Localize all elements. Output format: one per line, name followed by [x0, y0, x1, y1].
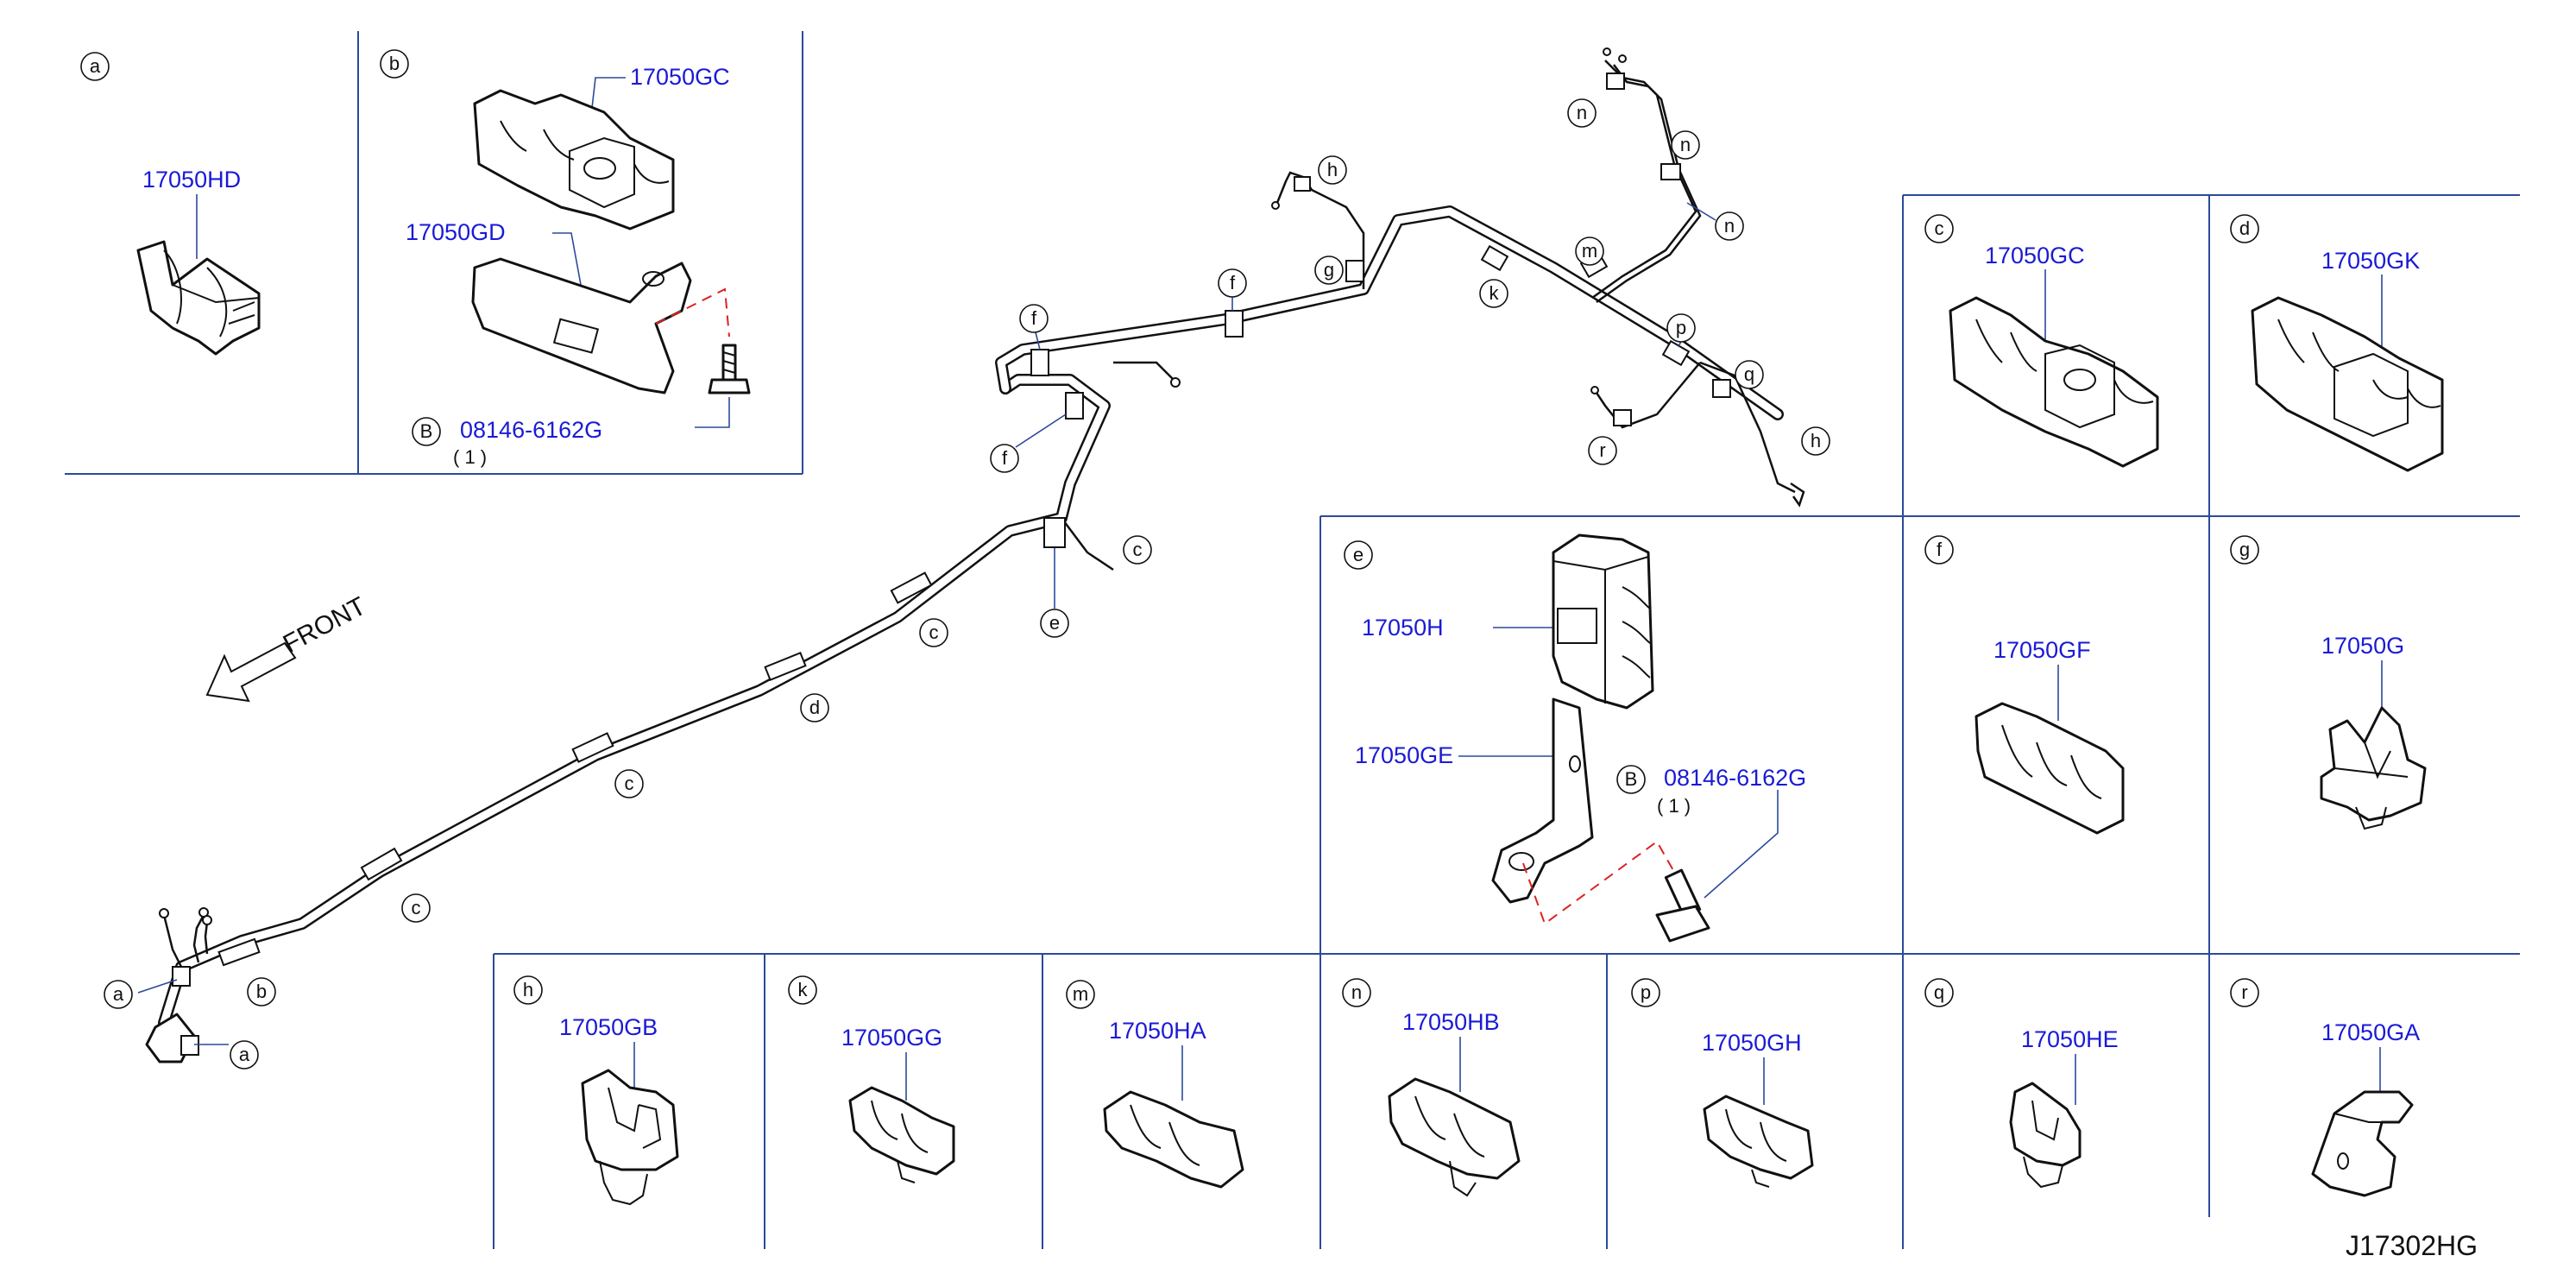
callout-k: k	[1490, 282, 1500, 304]
panel-letter: n	[1351, 981, 1362, 1003]
callout-n: n	[1577, 102, 1587, 123]
part-number: 17050H	[1362, 615, 1444, 640]
panel-letter: d	[2239, 218, 2250, 239]
bolt-part-number: 08146-6162G	[460, 417, 602, 443]
panel-a: a 17050HD	[80, 52, 261, 356]
front-arrow: FRONT	[205, 592, 371, 703]
panel-letter: k	[798, 979, 809, 1000]
part-number: 17050GC	[1985, 243, 2085, 268]
bolt-ref: B	[420, 420, 433, 442]
clip-17050GC-drawing	[473, 89, 675, 230]
clip-17050GG-drawing	[848, 1086, 955, 1183]
panel-b: b 17050GC 17050GD B 08146-6162G ( 1 )	[380, 49, 751, 468]
panel-letter: c	[1935, 218, 1944, 239]
callout-r: r	[1599, 439, 1605, 461]
bracket-17050GD-drawing	[471, 257, 692, 394]
panel-e: e 17050H 17050GE B 08146-6162G ( 1 )	[1344, 533, 1806, 943]
bolt-quantity: ( 1 )	[453, 446, 487, 468]
panel-letter: g	[2239, 539, 2250, 560]
bolt-ref: B	[1625, 768, 1638, 790]
panel-q: q 17050HE	[1924, 978, 2119, 1189]
callout-f: f	[1031, 307, 1037, 329]
clip-17050GK-drawing	[2251, 296, 2444, 472]
callout-f: f	[1230, 272, 1236, 293]
clip-17050GC-drawing	[1949, 296, 2159, 468]
callout-a: a	[113, 983, 124, 1005]
callout-f: f	[1002, 447, 1008, 469]
bolt-drawing	[708, 344, 751, 394]
fuel-line-assembly	[145, 47, 1805, 1063]
panel-c: c 17050GC	[1924, 214, 2159, 468]
bolt-part-number: 08146-6162G	[1664, 765, 1806, 791]
callout-b: b	[256, 981, 267, 1002]
diagram-id: J17302HG	[2346, 1230, 2478, 1261]
clip-17050GB-drawing	[581, 1069, 679, 1206]
bolt-drawing	[1655, 868, 1710, 943]
panel-r: r 17050GA	[2230, 978, 2420, 1197]
panel-letter: q	[1934, 981, 1944, 1003]
part-number: 17050GE	[1355, 742, 1453, 768]
clip-17050HD-drawing	[136, 240, 261, 356]
part-number: 17050GB	[559, 1014, 658, 1040]
panel-p: p 17050GH	[1631, 978, 1814, 1188]
bolt-quantity: ( 1 )	[1657, 795, 1691, 817]
callout-c: c	[625, 773, 634, 794]
callout-q: q	[1744, 363, 1754, 385]
clip-17050HA-drawing	[1103, 1090, 1244, 1189]
callout-h: h	[1811, 430, 1821, 451]
assembly-callouts: a a b c c d c e c f f f g h k m n n n p …	[104, 98, 1830, 1070]
callout-c: c	[1133, 539, 1143, 560]
panel-d: d 17050GK	[2230, 214, 2444, 472]
panel-n: n 17050HB	[1342, 978, 1521, 1197]
callout-m: m	[1582, 240, 1597, 262]
clip-17050HB-drawing	[1388, 1077, 1521, 1197]
part-number: 17050HB	[1402, 1009, 1500, 1035]
callout-d: d	[809, 697, 820, 718]
bracket-17050GE-drawing	[1491, 697, 1594, 904]
clip-17050HE-drawing	[2009, 1082, 2082, 1189]
clip-17050GF-drawing	[1975, 702, 2125, 835]
panel-letter: h	[523, 979, 533, 1000]
clip-17050GH-drawing	[1703, 1095, 1814, 1188]
callout-n: n	[1724, 215, 1735, 237]
panel-h: h 17050GB	[513, 975, 679, 1206]
panel-letter: a	[90, 55, 101, 77]
panel-f: f 17050GF	[1924, 535, 2125, 835]
panel-m: m 17050HA	[1066, 980, 1244, 1189]
callout-g: g	[1324, 259, 1334, 281]
clip-17050G-drawing	[2320, 706, 2427, 830]
part-number: 17050HA	[1109, 1018, 1206, 1044]
part-number: 17050GD	[406, 219, 506, 245]
clip-17050H-drawing	[1552, 533, 1654, 710]
callout-p: p	[1676, 317, 1686, 338]
part-number: 17050GA	[2321, 1019, 2420, 1045]
callout-a: a	[239, 1044, 250, 1065]
panel-letter: m	[1073, 983, 1088, 1005]
callout-e: e	[1049, 612, 1060, 634]
panel-letter: f	[1937, 539, 1943, 560]
part-number: 17050GC	[630, 64, 730, 90]
part-number: 17050HE	[2021, 1026, 2119, 1052]
panel-k: k 17050GG	[788, 975, 955, 1183]
callout-c: c	[412, 897, 421, 918]
callout-n: n	[1680, 134, 1691, 155]
panel-letter: e	[1353, 544, 1364, 565]
panel-letter: p	[1641, 981, 1651, 1003]
callout-h: h	[1327, 159, 1338, 180]
part-number: 17050GH	[1702, 1030, 1802, 1056]
part-number: 17050HD	[142, 167, 241, 192]
panel-g: g 17050G	[2230, 535, 2427, 830]
part-number: 17050GK	[2321, 248, 2420, 274]
part-number: 17050GF	[1993, 637, 2091, 663]
panel-borders	[65, 31, 2520, 1249]
clip-17050GA-drawing	[2311, 1090, 2414, 1197]
part-number: 17050GG	[841, 1025, 942, 1051]
panel-letter: r	[2241, 981, 2247, 1003]
part-number: 17050G	[2321, 633, 2404, 659]
callout-c: c	[929, 622, 939, 643]
front-label: FRONT	[279, 592, 371, 659]
panel-letter: b	[389, 53, 400, 74]
